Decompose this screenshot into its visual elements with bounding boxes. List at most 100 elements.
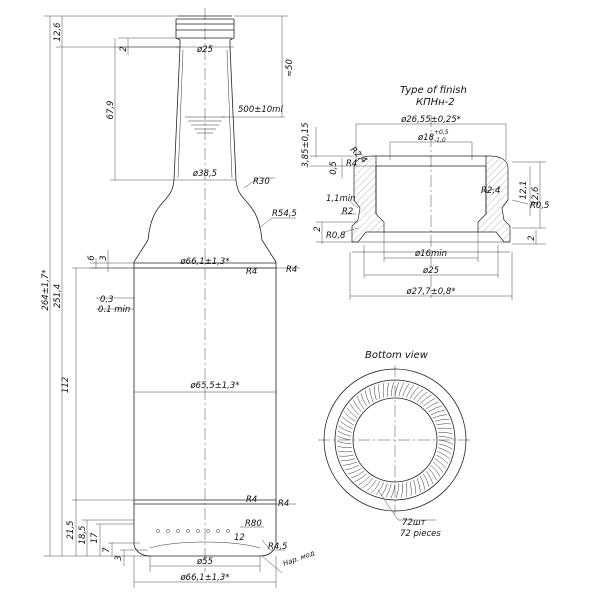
- bottle-side-view: 12,6 264±1,7* 251,4 ø25 2 67,9 ≈50 500±1…: [41, 8, 316, 588]
- knurl-mark: [394, 381, 400, 397]
- knurl-mark: [369, 387, 374, 402]
- knurl-mark: [336, 440, 352, 445]
- knurl-mark: [371, 481, 381, 494]
- knurl-mark: [356, 396, 365, 410]
- knurl-mark: [423, 398, 436, 407]
- finish-r24-right: R2,4: [481, 186, 500, 196]
- knurl-mark: [349, 403, 360, 415]
- finish-r2: R2: [342, 207, 353, 217]
- knurl-mark: [436, 454, 449, 464]
- finish-dia-inner: ø18: [417, 133, 435, 143]
- knurl-mark: [423, 473, 430, 487]
- bottom-knurls: [336, 381, 454, 499]
- knurl-count-ru: 72шт: [402, 518, 427, 528]
- radius-r30: R30: [253, 177, 270, 187]
- dim-body-height: 251,4: [53, 284, 63, 308]
- knurl-mark: [419, 475, 426, 490]
- finish-r4: R4: [346, 159, 357, 169]
- dim-top-band-3: 3: [99, 255, 109, 260]
- knurl-mark: [402, 383, 410, 397]
- finish-type: КПНн-2: [416, 97, 455, 108]
- knurl-mark: [336, 435, 352, 441]
- finish-dia-277: ø27,7±0,8*: [405, 287, 455, 297]
- knurl-mark: [433, 414, 448, 419]
- knurl-mark: [346, 407, 358, 419]
- finish-h385: 3,85±0,15: [301, 123, 311, 168]
- knurl-mark: [437, 427, 452, 430]
- knurl-mark: [354, 473, 367, 482]
- finish-r08: R0,8: [326, 231, 346, 241]
- knurl-mark: [406, 385, 415, 398]
- finish-detail: Type of finish КПНн-2: [301, 85, 549, 300]
- dim-h7: 7: [102, 547, 112, 553]
- finish-title: Type of finish: [400, 85, 467, 96]
- dim-neck-height: 12,6: [53, 22, 63, 42]
- knurl-mark: [420, 394, 432, 405]
- dim-shoulder-dia: ø38,5: [192, 169, 217, 179]
- knurl-mark: [416, 478, 421, 493]
- knurl-mark: [428, 405, 442, 412]
- knurl-mark: [337, 430, 352, 437]
- finish-h121: 12,1: [519, 181, 529, 200]
- knurl-mark: [375, 482, 384, 495]
- knurl-mark: [362, 477, 374, 489]
- finish-h2: 2: [313, 226, 323, 231]
- knurl-mark: [387, 382, 390, 397]
- knurl-mark: [360, 393, 367, 407]
- knurl-mark: [337, 445, 352, 448]
- radius-r54: R54,5: [272, 209, 297, 219]
- knurl-mark: [348, 468, 362, 475]
- bottle-crown: [175, 15, 235, 47]
- dim-h215: 21,5: [66, 521, 76, 540]
- dim-mid-dia: ø65,5±1,3*: [189, 381, 239, 391]
- bottom-outer-circle: [323, 368, 467, 512]
- dim-h17: 17: [90, 532, 100, 543]
- knurl-mark: [428, 468, 437, 481]
- knurl-mark: [340, 420, 353, 429]
- bottom-knurl-outer: [334, 379, 456, 501]
- dim-gap-2: 2: [119, 46, 129, 51]
- knurl-mark: [432, 461, 444, 473]
- knurl-mark: [351, 470, 365, 479]
- knurl-mark: [438, 447, 452, 455]
- knurl-mark: [437, 451, 450, 460]
- bottom-knurl-inner: [352, 397, 438, 483]
- finish-dia-25: ø25: [422, 266, 439, 276]
- knurl-mark: [438, 439, 454, 445]
- knurl-mark: [438, 432, 453, 435]
- finish-h05: 0,5: [329, 161, 339, 175]
- fill-level-marks: [185, 116, 225, 134]
- knurl-mark: [405, 482, 408, 497]
- dim-base-dia: ø66,1±1,3*: [179, 573, 229, 583]
- knurl-mark: [385, 483, 392, 498]
- finish-r05: R0,5: [530, 201, 549, 211]
- knurl-mark: [341, 416, 354, 426]
- radius-r4-bot-right: R4: [278, 499, 289, 509]
- dim-n12: 12: [234, 533, 245, 543]
- knurl-mark: [338, 425, 352, 433]
- knurl-mark: [409, 481, 412, 496]
- finish-h11: 1,1min: [326, 194, 356, 204]
- dim-fill-level: ≈50: [285, 59, 295, 77]
- knurl-mark: [339, 454, 354, 457]
- knurl-mark: [409, 386, 419, 399]
- dim-top-band-dia: ø66,1±1,3*: [179, 257, 229, 267]
- knurl-mark: [390, 381, 395, 397]
- knurl-mark: [436, 423, 451, 426]
- knurl-mark: [364, 390, 371, 405]
- knurl-mark: [425, 470, 434, 484]
- knurl-count-en: 72 pieces: [400, 529, 441, 539]
- finish-section-right: [477, 155, 511, 243]
- radius-r4-top-left: R4: [246, 267, 257, 277]
- dim-h3: 3: [114, 555, 124, 560]
- dim-wall-03: 0,3: [100, 295, 114, 305]
- knurl-mark: [434, 458, 446, 469]
- knurl-mark: [400, 483, 403, 498]
- finish-h126: 12,6: [531, 186, 541, 206]
- dim-top-band-6: 6: [87, 255, 97, 261]
- dim-wall-min: 0.1 min: [98, 305, 130, 315]
- knurl-mark: [353, 399, 362, 412]
- knurl-mark: [430, 465, 441, 477]
